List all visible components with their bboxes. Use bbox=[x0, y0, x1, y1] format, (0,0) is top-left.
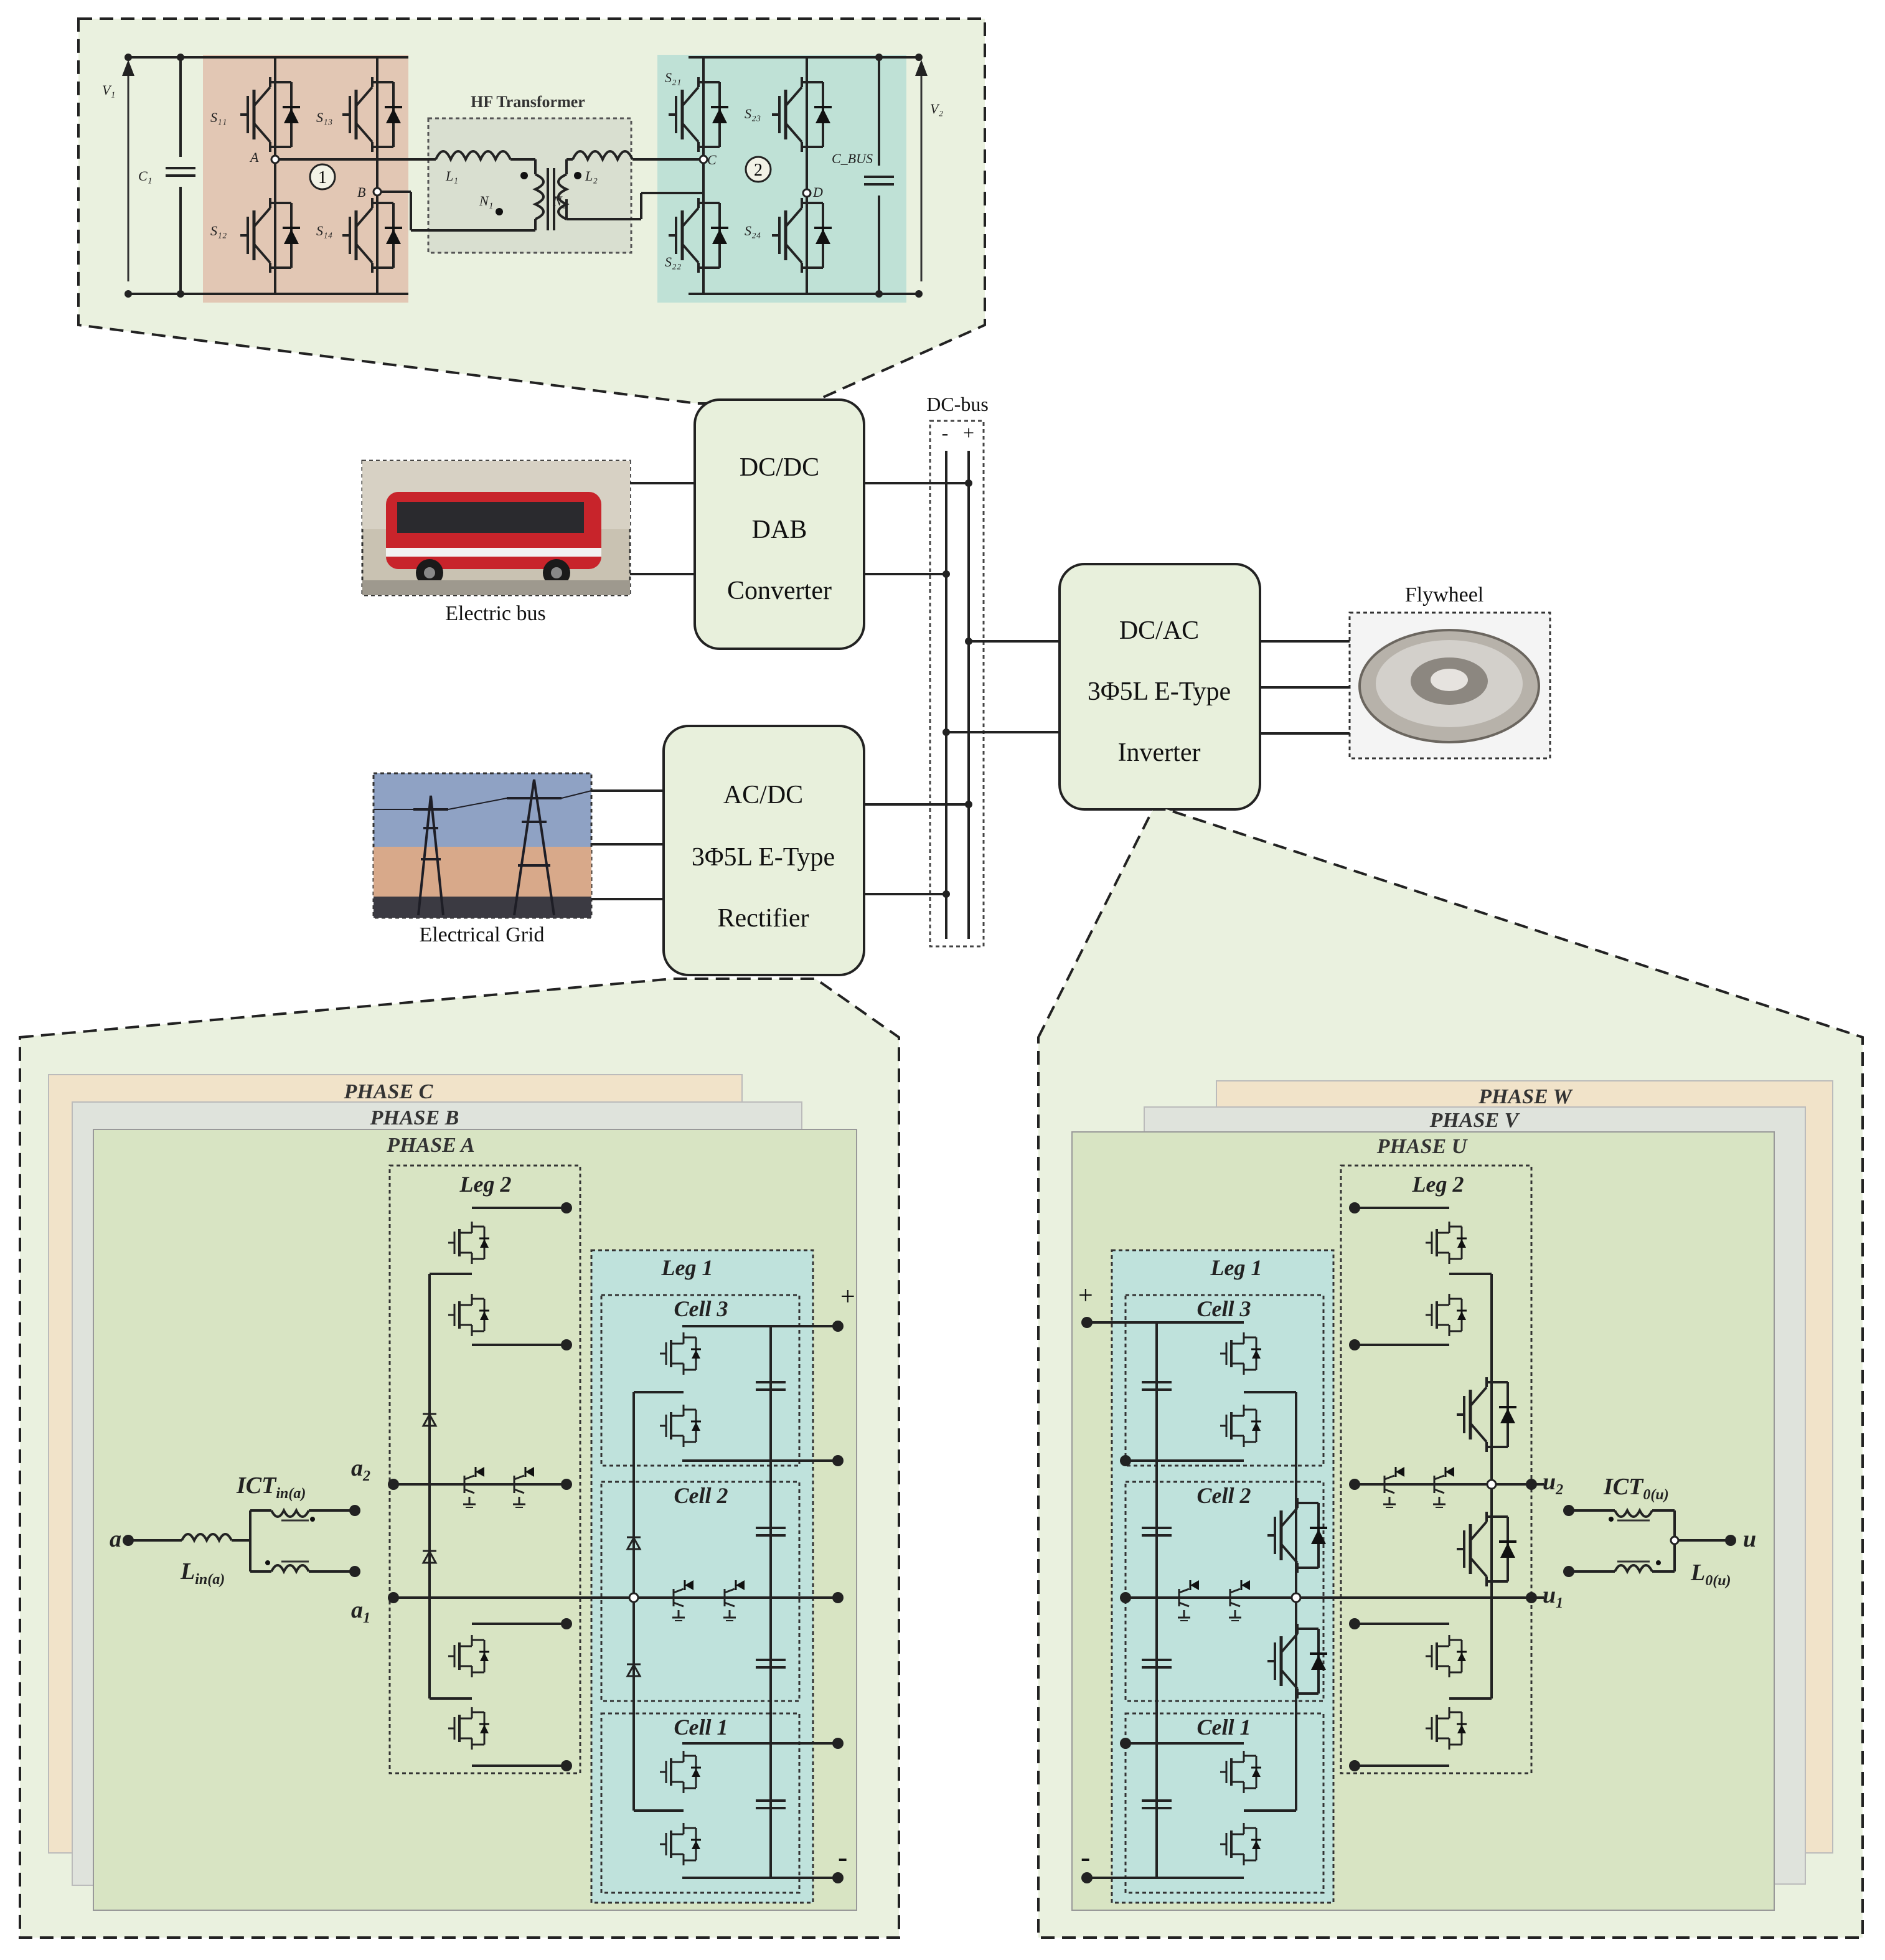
inv-minus-terminal bbox=[1081, 1872, 1093, 1883]
cbus-label: C_BUS bbox=[832, 151, 873, 166]
inductor-l1 bbox=[435, 150, 512, 163]
inductor-l2 bbox=[571, 150, 634, 163]
inv-leg2-label: Leg 2 bbox=[1412, 1172, 1464, 1197]
dcac-line3: Inverter bbox=[1118, 738, 1201, 767]
node-u-output-label: u bbox=[1743, 1526, 1756, 1552]
rect-leg1-label: Leg 1 bbox=[661, 1255, 713, 1280]
node-a-label: A bbox=[249, 149, 259, 165]
flywheel-label: Flywheel bbox=[1405, 583, 1484, 606]
l1-label: L₁ bbox=[445, 168, 458, 184]
electric-bus-label: Electric bus bbox=[445, 602, 545, 625]
s14-label: S₁₄ bbox=[316, 223, 332, 238]
primary-bridge-region bbox=[203, 55, 408, 303]
node-c-label: C bbox=[707, 152, 717, 167]
secondary-bridge-region bbox=[657, 55, 906, 303]
inv-cell1-box bbox=[1124, 1712, 1325, 1894]
dc-bus-plus-sign: + bbox=[963, 422, 974, 444]
inv-cell3-label: Cell 3 bbox=[1197, 1296, 1251, 1321]
terminal-a bbox=[123, 1535, 134, 1546]
marker-1-label: 1 bbox=[318, 168, 327, 187]
a2-label: a2 bbox=[351, 1455, 370, 1484]
marker-1 bbox=[309, 163, 336, 191]
rect-cell3-box bbox=[600, 1294, 801, 1467]
n2-label: N₂ bbox=[552, 193, 567, 209]
ict-in-label: ICTin(a) bbox=[236, 1472, 306, 1502]
dcac-line2: 3Φ5L E-Type bbox=[1088, 677, 1231, 706]
l2-label: L₂ bbox=[585, 168, 598, 184]
s11-label: S₁₁ bbox=[210, 110, 227, 125]
s12-label: S₁₂ bbox=[210, 223, 227, 238]
s13-label: S₁₃ bbox=[316, 110, 332, 125]
s24-label: S₂₄ bbox=[745, 223, 761, 238]
hf-transformer-label: HF Transformer bbox=[471, 93, 585, 111]
inv-minus-label: - bbox=[1081, 1841, 1090, 1873]
inductor-lin bbox=[181, 1533, 233, 1543]
c1-label: C₁ bbox=[138, 168, 152, 184]
l-in-label: Lin(a) bbox=[180, 1558, 225, 1588]
phase-a-label: PHASE A bbox=[386, 1134, 474, 1157]
inv-leg1-box bbox=[1111, 1249, 1335, 1904]
s21-label: S₂₁ bbox=[665, 70, 681, 85]
pylon-icon bbox=[374, 779, 592, 916]
rect-cell2-label: Cell 2 bbox=[674, 1483, 728, 1508]
n1-label: N₁ bbox=[479, 193, 493, 209]
rect-leg2-box bbox=[388, 1164, 581, 1774]
u2-label: u2 bbox=[1543, 1469, 1563, 1498]
rect-minus-label: - bbox=[838, 1841, 847, 1873]
dcdc-line3: Converter bbox=[727, 577, 832, 605]
acdc-line3: Rectifier bbox=[718, 904, 809, 933]
rect-cell1-label: Cell 1 bbox=[674, 1715, 728, 1740]
dcdc-line1: DC/DC bbox=[740, 453, 819, 482]
rect-leg1-box bbox=[590, 1249, 814, 1904]
node-d-label: D bbox=[812, 184, 823, 200]
phase-b-label: PHASE B bbox=[370, 1106, 459, 1129]
v1-label: V₁ bbox=[102, 82, 115, 98]
a1-label: a1 bbox=[351, 1597, 370, 1626]
acdc-line2: 3Φ5L E-Type bbox=[692, 843, 835, 872]
marker-2 bbox=[745, 156, 772, 183]
v2-label: V₂ bbox=[930, 101, 943, 116]
node-b-label: B bbox=[357, 184, 365, 200]
u1-label: u1 bbox=[1543, 1582, 1563, 1611]
dc-bus-box bbox=[929, 420, 985, 948]
phase-u-label: PHASE U bbox=[1376, 1135, 1469, 1158]
rect-cell1-box bbox=[600, 1712, 801, 1894]
rect-cell2-box bbox=[600, 1481, 801, 1702]
inv-cell3-box bbox=[1124, 1294, 1325, 1467]
inv-plus-terminal bbox=[1081, 1317, 1093, 1328]
acdc-line1: AC/DC bbox=[723, 781, 803, 809]
dcdc-dab-converter-block bbox=[693, 398, 865, 650]
inv-cell1-label: Cell 1 bbox=[1197, 1715, 1251, 1740]
l-o-label: L0(u) bbox=[1690, 1560, 1731, 1589]
dc-bus-minus-sign: - bbox=[942, 422, 949, 444]
inv-leg1-label: Leg 1 bbox=[1210, 1255, 1262, 1280]
phase-c-label: PHASE C bbox=[344, 1080, 433, 1103]
marker-2-label: 2 bbox=[754, 161, 763, 180]
rect-plus-label: + bbox=[840, 1283, 855, 1311]
phase-v-label: PHASE V bbox=[1429, 1109, 1520, 1132]
acdc-rectifier-block bbox=[662, 725, 865, 976]
inv-cell2-box bbox=[1124, 1481, 1325, 1702]
s22-label: S₂₂ bbox=[665, 254, 682, 270]
node-a-input-label: a bbox=[110, 1526, 121, 1552]
rect-cell3-label: Cell 3 bbox=[674, 1296, 728, 1321]
terminal-u bbox=[1725, 1535, 1736, 1546]
rect-minus-terminal bbox=[832, 1872, 844, 1883]
inv-plus-label: + bbox=[1078, 1281, 1093, 1310]
phase-w-label: PHASE W bbox=[1478, 1085, 1573, 1108]
dc-bus-label: DC-bus bbox=[926, 393, 989, 415]
dcac-line1: DC/AC bbox=[1119, 616, 1199, 645]
rect-plus-terminal bbox=[832, 1321, 844, 1332]
ict-o-label: ICT0(u) bbox=[1603, 1474, 1669, 1503]
rect-leg2-label: Leg 2 bbox=[459, 1172, 512, 1197]
s23-label: S₂₃ bbox=[745, 106, 761, 121]
dcdc-line2: DAB bbox=[752, 516, 807, 544]
hf-transformer-region bbox=[427, 117, 632, 254]
inv-cell2-label: Cell 2 bbox=[1197, 1483, 1251, 1508]
inv-leg2-box bbox=[1340, 1164, 1533, 1774]
electrical-grid-label: Electrical Grid bbox=[419, 923, 544, 946]
